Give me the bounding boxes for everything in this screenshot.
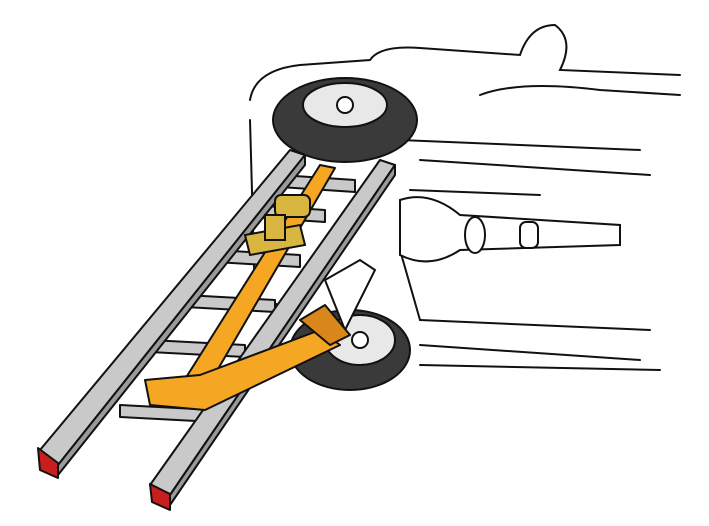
ladder-end-cap-left (37, 447, 59, 479)
car-body-outline (249, 23, 681, 371)
ladder-end-cap-right (149, 483, 171, 511)
ratchet-buckle (243, 194, 311, 257)
suspension-arm (323, 258, 377, 333)
rear-tire (272, 77, 418, 163)
ladder-ramp (37, 149, 396, 511)
tow-strap (144, 164, 351, 411)
drive-shaft (399, 196, 621, 263)
